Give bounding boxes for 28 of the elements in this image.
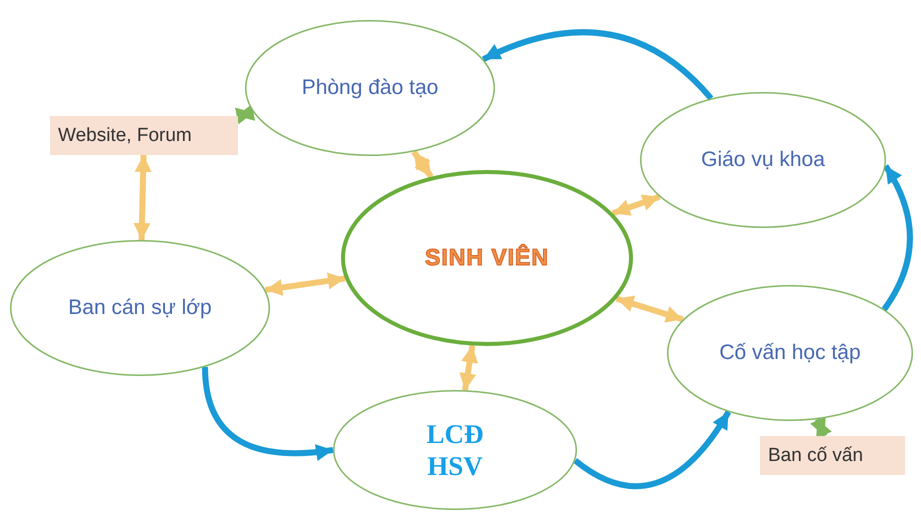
node-label: Website, Forum bbox=[58, 124, 192, 148]
curved-arrow bbox=[573, 410, 732, 489]
double-arrow bbox=[133, 154, 152, 240]
double-arrow bbox=[235, 104, 256, 124]
double-arrow bbox=[616, 296, 684, 322]
ellipse-node bbox=[333, 390, 577, 510]
node-label: Giáo vụ khoa bbox=[701, 146, 825, 173]
ellipse-node bbox=[10, 240, 270, 376]
node-label: Cố vấn học tập bbox=[719, 340, 861, 366]
node-label: Ban cán sự lớp bbox=[68, 294, 212, 321]
double-arrow bbox=[411, 150, 434, 178]
double-arrow bbox=[810, 417, 832, 438]
text-box bbox=[760, 436, 905, 475]
ellipse-node bbox=[667, 285, 913, 421]
curved-arrow bbox=[482, 29, 714, 100]
double-arrow bbox=[459, 345, 478, 391]
ellipse-node bbox=[640, 92, 886, 228]
curved-arrow bbox=[882, 164, 913, 311]
node-label: LCĐ HSV bbox=[425, 418, 484, 482]
node-label: Ban cố vấn bbox=[768, 444, 864, 468]
node-label: Phòng đào tạo bbox=[302, 74, 438, 101]
ellipse-node bbox=[245, 20, 495, 156]
curved-arrow bbox=[202, 366, 334, 460]
double-arrow bbox=[264, 272, 346, 296]
node-label: SINH VIÊN bbox=[424, 243, 550, 272]
double-arrow bbox=[612, 194, 661, 216]
central-ellipse-node bbox=[341, 170, 633, 346]
text-box bbox=[50, 116, 238, 155]
